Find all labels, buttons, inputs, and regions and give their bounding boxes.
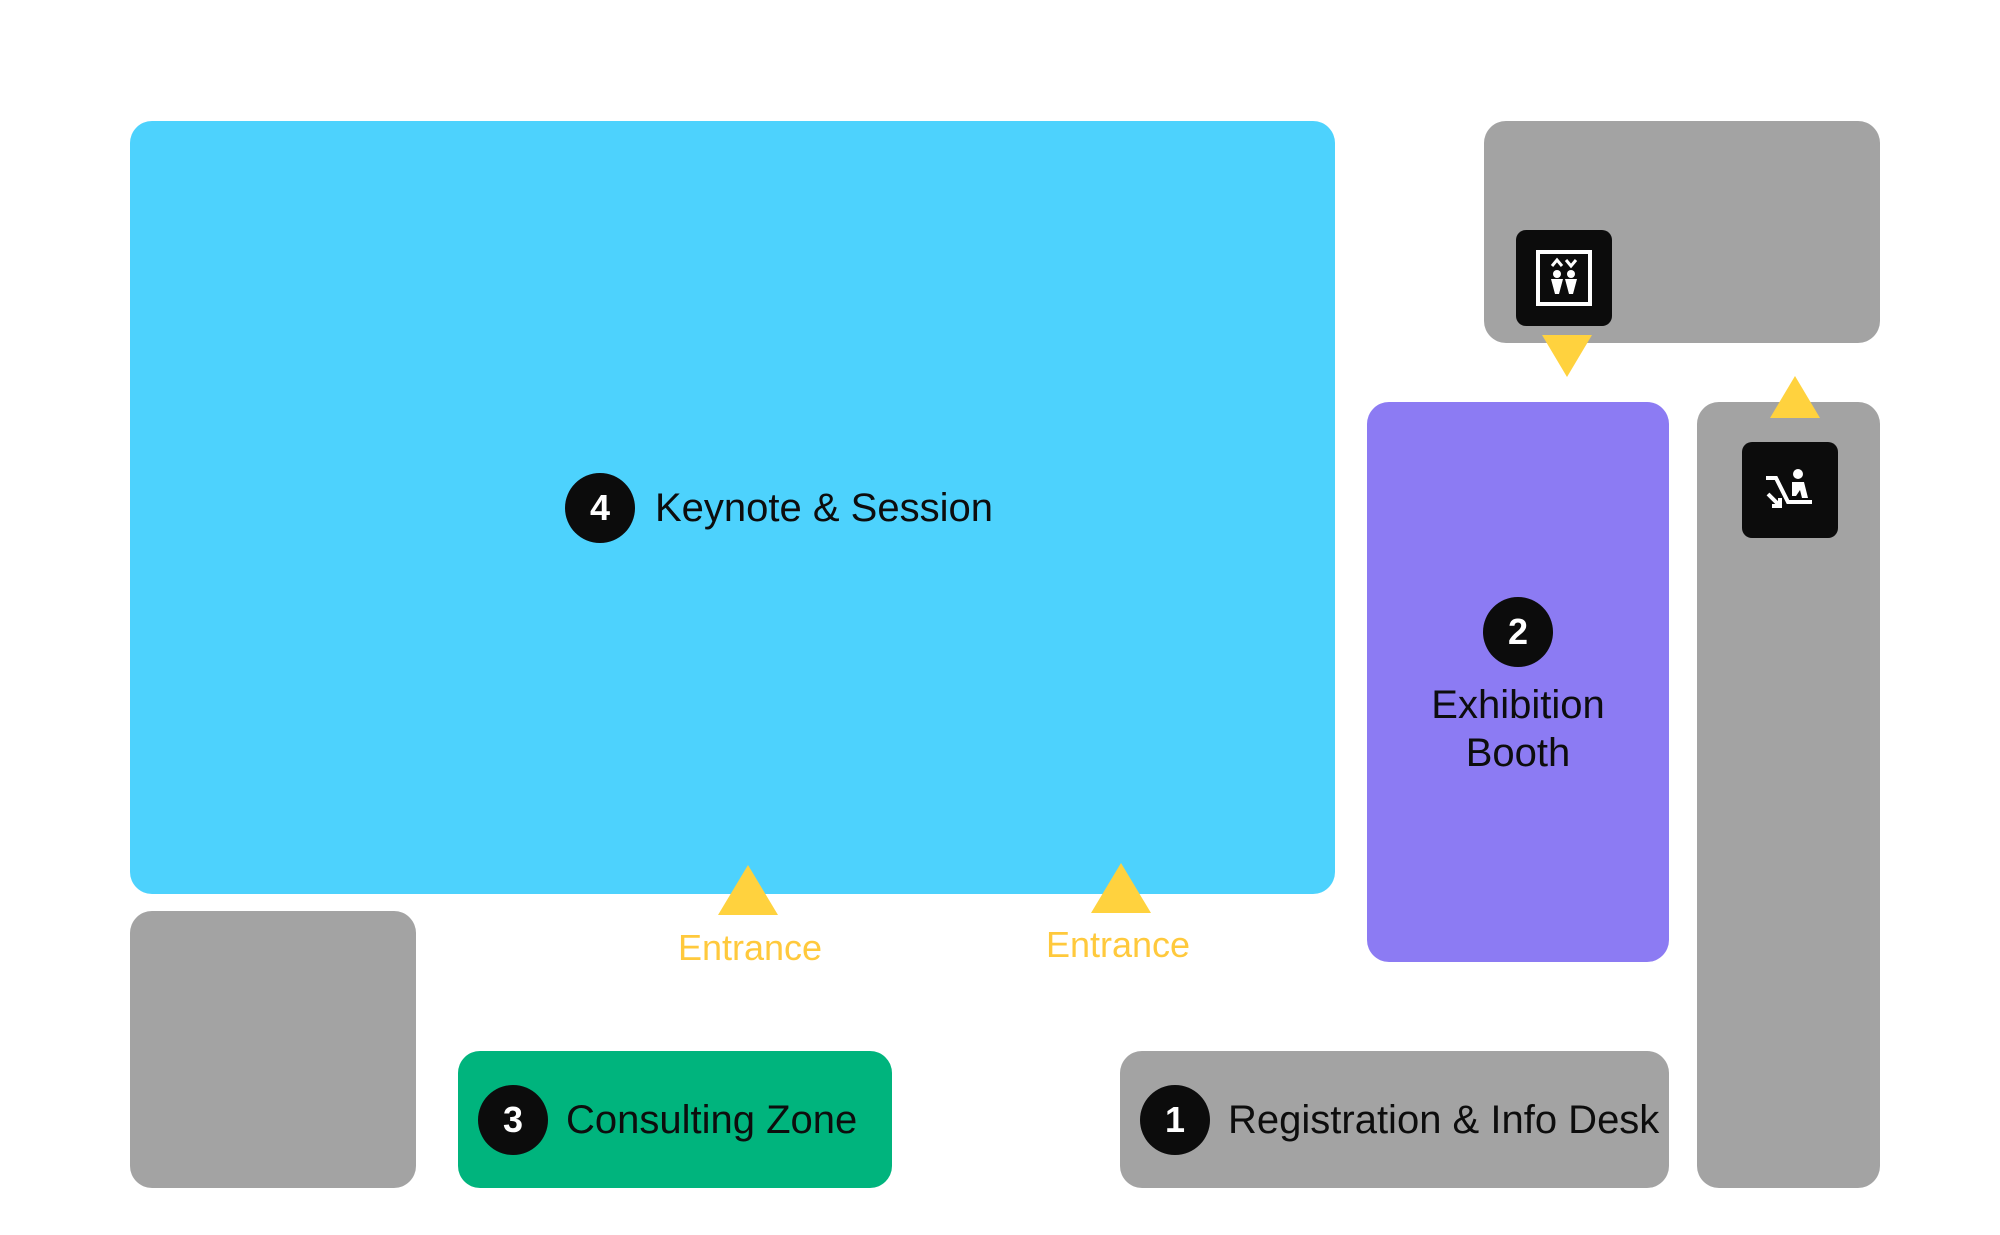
elevator-icon[interactable] <box>1516 230 1612 326</box>
entrance-label-1: Entrance <box>677 927 823 968</box>
registration-info-desk-zone[interactable]: 1 Registration & Info Desk <box>1120 1051 1669 1188</box>
escalator-glyph <box>1766 469 1812 508</box>
registration-info-desk-label: Registration & Info Desk <box>1228 1097 1660 1142</box>
entrance-marker-2 <box>1091 863 1151 913</box>
keynote-session-label-group: 4 Keynote & Session <box>565 473 993 543</box>
entrance-label-2: Entrance <box>1045 924 1191 965</box>
escalator-direction-marker <box>1770 376 1820 418</box>
entrance-marker-1 <box>718 865 778 915</box>
exhibition-booth-zone[interactable] <box>1367 402 1669 962</box>
escalator-icon[interactable] <box>1742 442 1838 538</box>
elevator-glyph <box>1536 250 1592 306</box>
consulting-zone-label: Consulting Zone <box>566 1097 858 1142</box>
zone-number-badge-4: 4 <box>565 473 635 543</box>
exhibition-booth-label-line1: Exhibition <box>1431 683 1605 727</box>
elevator-direction-marker <box>1542 335 1592 377</box>
exhibition-booth-label-line2: Booth <box>1465 731 1571 775</box>
zone-number-badge-2: 2 <box>1483 597 1553 667</box>
zone-number-badge-1: 1 <box>1140 1084 1210 1155</box>
keynote-session-zone[interactable] <box>130 121 1335 894</box>
consulting-zone[interactable]: 3 Consulting Zone <box>458 1051 892 1188</box>
zone-number-badge-3: 3 <box>478 1084 548 1155</box>
keynote-session-label: Keynote & Session <box>655 486 993 530</box>
exhibition-booth-label-group: 2 Exhibition Booth <box>1367 597 1669 777</box>
storage-block <box>130 911 416 1188</box>
